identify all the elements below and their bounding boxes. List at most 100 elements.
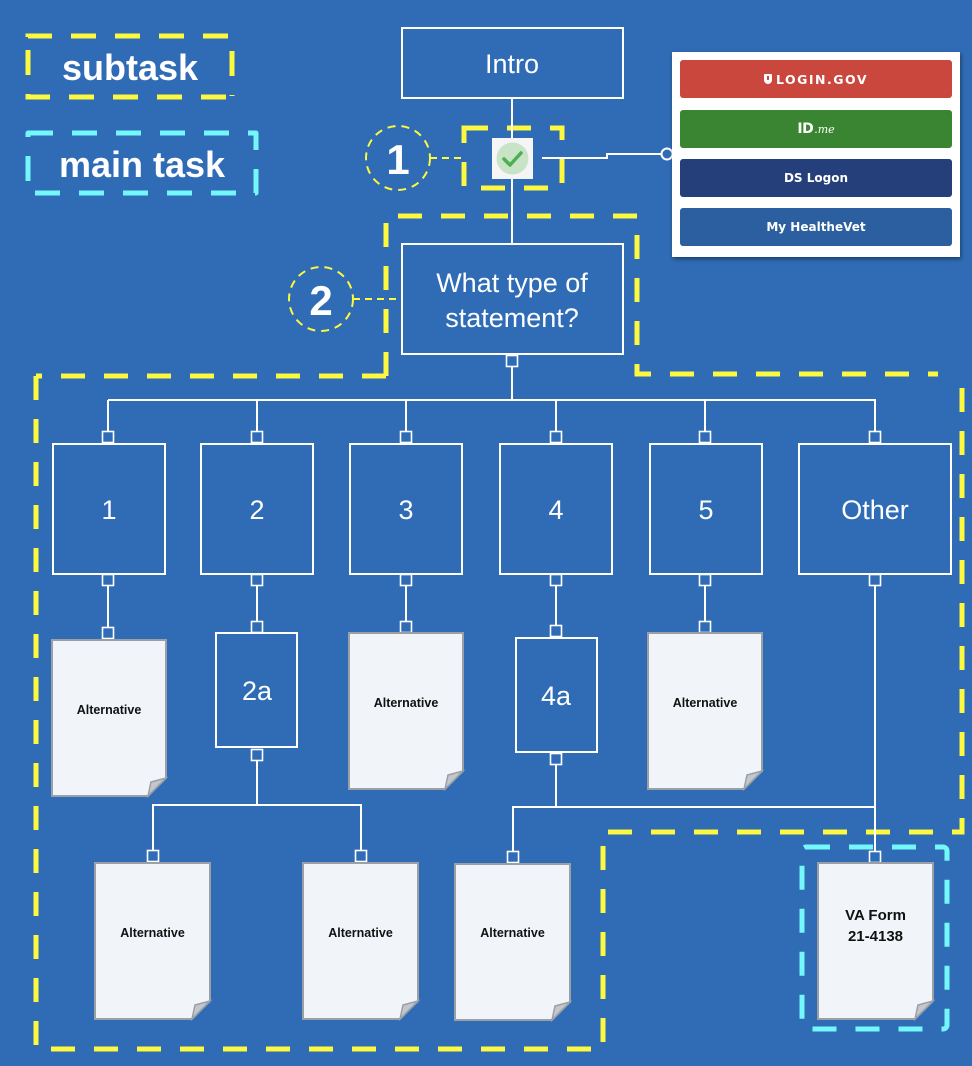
checkmark-icon xyxy=(502,151,523,167)
option-label: Other xyxy=(841,495,909,525)
login-link-endpoint xyxy=(660,147,674,161)
option-box[interactable] xyxy=(798,443,952,575)
option-box[interactable] xyxy=(649,443,763,575)
alternative-doc-2a-right[interactable]: Alternative xyxy=(302,862,421,1022)
connector-port xyxy=(868,573,882,587)
subtask-legend-border xyxy=(25,33,235,100)
node-signin-check[interactable] xyxy=(492,138,533,179)
document-page[interactable] xyxy=(51,639,167,797)
node-intro[interactable]: Intro xyxy=(401,27,624,99)
alternative-doc-4a[interactable]: Alternative xyxy=(454,863,573,1023)
document-page[interactable] xyxy=(454,863,571,1021)
option-node-4[interactable]: 4 xyxy=(499,443,613,575)
connector-port xyxy=(506,850,520,864)
document-page[interactable] xyxy=(348,632,464,790)
login-gov-button[interactable]: LOGIN.GOV xyxy=(680,60,952,98)
document-label: Alternative xyxy=(480,926,545,940)
subtask-region-question xyxy=(383,213,938,377)
connector-ports xyxy=(101,354,882,864)
document-page[interactable] xyxy=(302,862,419,1020)
sub-2a-box[interactable] xyxy=(215,632,298,748)
node-4a[interactable]: 4a xyxy=(515,637,598,753)
connector-port xyxy=(250,573,264,587)
option-node-5[interactable]: 5 xyxy=(649,443,763,575)
sub-4a-label: 4a xyxy=(541,681,572,711)
idme-label-suffix: .me xyxy=(814,122,835,136)
sub-2a-label: 2a xyxy=(242,676,273,706)
legend-subtask-label: subtask xyxy=(62,47,199,88)
page-curl-icon xyxy=(398,999,421,1022)
page-curl-icon xyxy=(913,999,936,1022)
question-line-1: What type of xyxy=(436,268,588,298)
sub-4a-box[interactable] xyxy=(515,637,598,753)
idme-label-main: ID xyxy=(797,121,814,137)
node-question[interactable]: What type of statement? xyxy=(401,243,624,355)
document-label: Alternative xyxy=(120,926,185,940)
question-box[interactable] xyxy=(401,243,624,355)
document-page[interactable] xyxy=(94,862,211,1020)
connector-port xyxy=(698,573,712,587)
intro-box[interactable] xyxy=(401,27,624,99)
option-box[interactable] xyxy=(52,443,166,575)
shield-icon xyxy=(764,74,772,84)
connector-port xyxy=(250,748,264,762)
ds-logon-label: DS Logon xyxy=(783,171,849,185)
page-curl-icon xyxy=(443,769,466,792)
option-label: 2 xyxy=(249,495,264,525)
connector-check-login xyxy=(542,153,663,159)
option-nodes: 1 2 3 4 5 Other xyxy=(52,443,952,575)
check-circle-icon xyxy=(496,142,529,175)
connector-port xyxy=(399,430,413,444)
option-box[interactable] xyxy=(200,443,314,575)
connector-port xyxy=(250,430,264,444)
alternative-doc-5[interactable]: Alternative xyxy=(647,632,765,792)
option-node-2[interactable]: 2 xyxy=(200,443,314,575)
ds-logon-button[interactable]: DS Logon xyxy=(680,159,952,197)
connector-2a-alt-left xyxy=(152,761,258,850)
option-box[interactable] xyxy=(349,443,463,575)
document-label: Alternative xyxy=(374,696,439,710)
login-options-panel: LOGIN.GOV ID.me DS Logon My HealtheVet xyxy=(672,52,960,257)
question-line-2: statement? xyxy=(445,303,579,333)
connector-2a-alt-right xyxy=(257,804,362,850)
document-page[interactable] xyxy=(647,632,763,790)
form-label-line-2: 21-4138 xyxy=(848,928,903,945)
login-gov-label: LOGIN.GOV xyxy=(776,71,868,87)
alternative-doc-2a-left[interactable]: Alternative xyxy=(94,862,213,1022)
legend-main-task: main task xyxy=(25,130,259,196)
main-task-legend-border xyxy=(25,130,259,196)
node-2a[interactable]: 2a xyxy=(215,632,298,748)
page-curl-icon xyxy=(550,1000,573,1023)
my-healthevet-button[interactable]: My HealtheVet xyxy=(680,208,952,246)
subtask-region-options xyxy=(33,376,965,1052)
connector-port xyxy=(101,626,115,640)
document-label: Alternative xyxy=(673,696,738,710)
connector-port xyxy=(868,850,882,864)
connector-port xyxy=(250,620,264,634)
idme-button[interactable]: ID.me xyxy=(680,110,952,148)
document-label: Alternative xyxy=(328,926,393,940)
option-label: 4 xyxy=(548,495,563,525)
option-box[interactable] xyxy=(499,443,613,575)
va-form-21-4138-doc[interactable]: VA Form 21-4138 xyxy=(817,862,936,1022)
connector-port xyxy=(101,573,115,587)
document-label: Alternative xyxy=(77,703,142,717)
connector-port xyxy=(146,849,160,863)
intro-label: Intro xyxy=(485,49,539,79)
alternative-doc-1[interactable]: Alternative xyxy=(51,639,169,799)
page-curl-icon xyxy=(742,769,765,792)
connector-port xyxy=(549,573,563,587)
option-node-1[interactable]: 1 xyxy=(52,443,166,575)
option-node-3[interactable]: 3 xyxy=(349,443,463,575)
page-curl-icon xyxy=(146,776,169,799)
alternative-doc-3[interactable]: Alternative xyxy=(348,632,466,792)
connectors xyxy=(107,98,876,852)
option-node-other[interactable]: Other xyxy=(798,443,952,575)
step-1-number: 1 xyxy=(386,136,409,183)
connector-port xyxy=(868,430,882,444)
connector-port xyxy=(101,430,115,444)
form-label-line-1: VA Form xyxy=(845,907,906,924)
option-label: 5 xyxy=(698,495,713,525)
main-task-region xyxy=(799,844,950,1032)
